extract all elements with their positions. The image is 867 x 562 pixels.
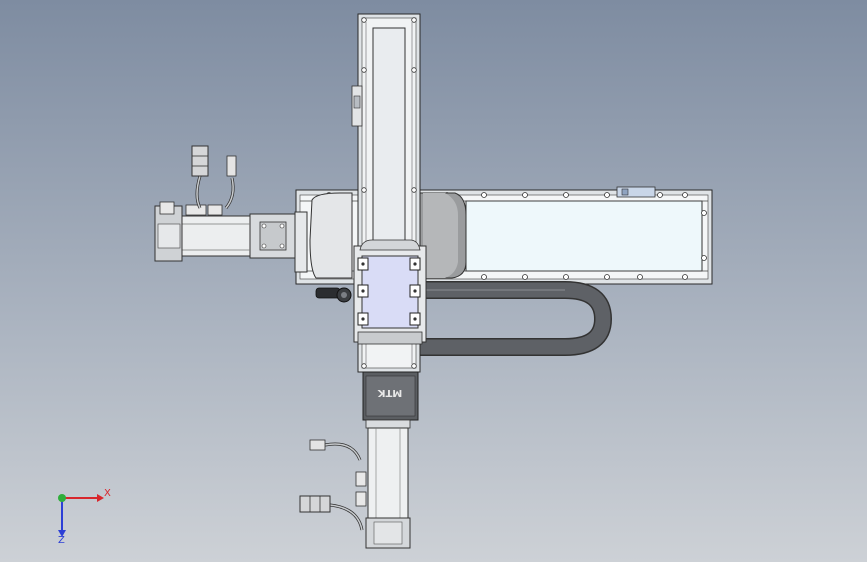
z-arrow-head [58,530,66,537]
carriage-plate[interactable] [353,239,427,345]
y-axis-origin [58,494,66,502]
x-arrow-head [97,494,104,502]
motor-cable-z [299,439,364,531]
servo-motor-x[interactable] [154,201,308,273]
z-axis-label: Z [58,535,65,546]
x-drive-cover[interactable] [309,192,467,279]
gearbox[interactable]: MTK [362,371,419,421]
servo-motor-z[interactable] [355,419,411,549]
cable-chain[interactable] [420,281,613,356]
orientation-triad[interactable]: X Z [58,488,111,546]
brand-label: MTK [376,387,402,398]
motor-cable-x [191,145,237,209]
x-axis-label: X [104,488,111,499]
clamp-lever[interactable] [315,287,352,303]
